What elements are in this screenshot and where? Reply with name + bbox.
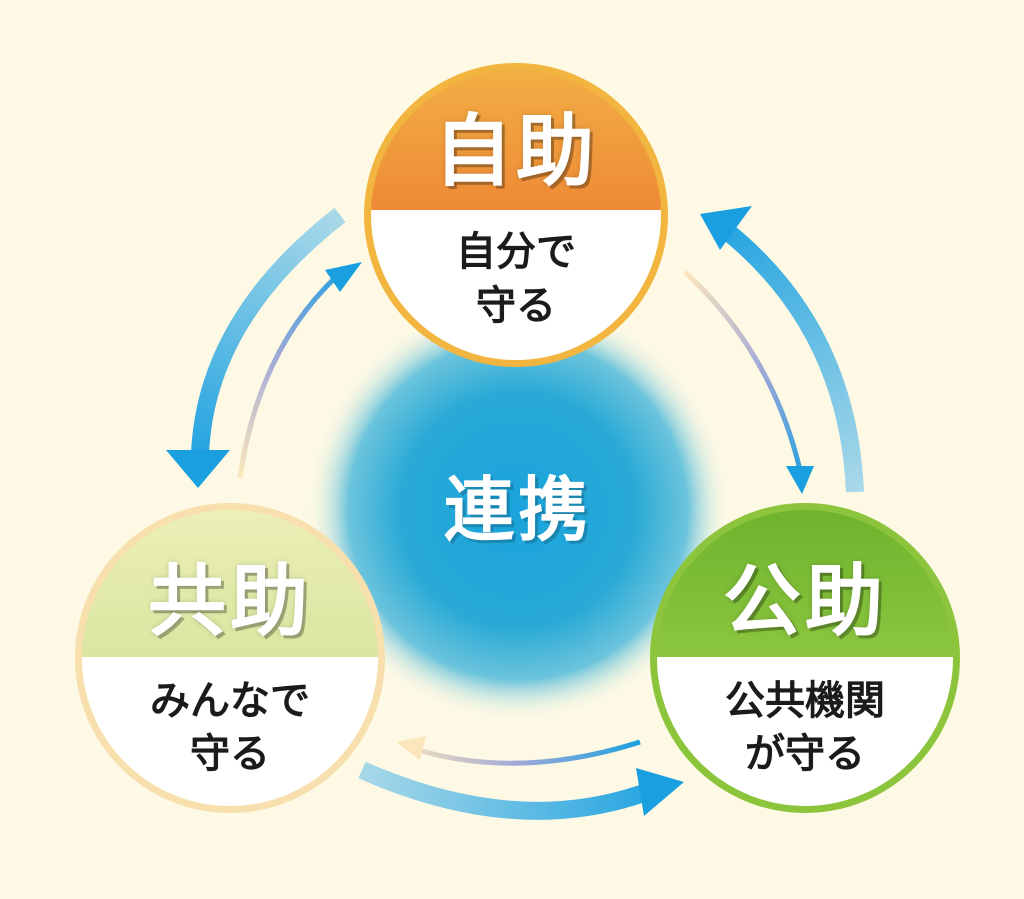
arrow-bottom-outer: [358, 761, 684, 820]
center-glow: [306, 298, 730, 722]
arrow-right-inner: [683, 270, 814, 494]
arrow-bottom-inner: [396, 736, 641, 766]
node-jijo: [364, 63, 668, 367]
node-kojo: [650, 503, 960, 813]
arrow-left-inner: [237, 262, 362, 479]
arrow-left-outer: [166, 207, 346, 488]
arrow-right-outer: [700, 206, 864, 493]
